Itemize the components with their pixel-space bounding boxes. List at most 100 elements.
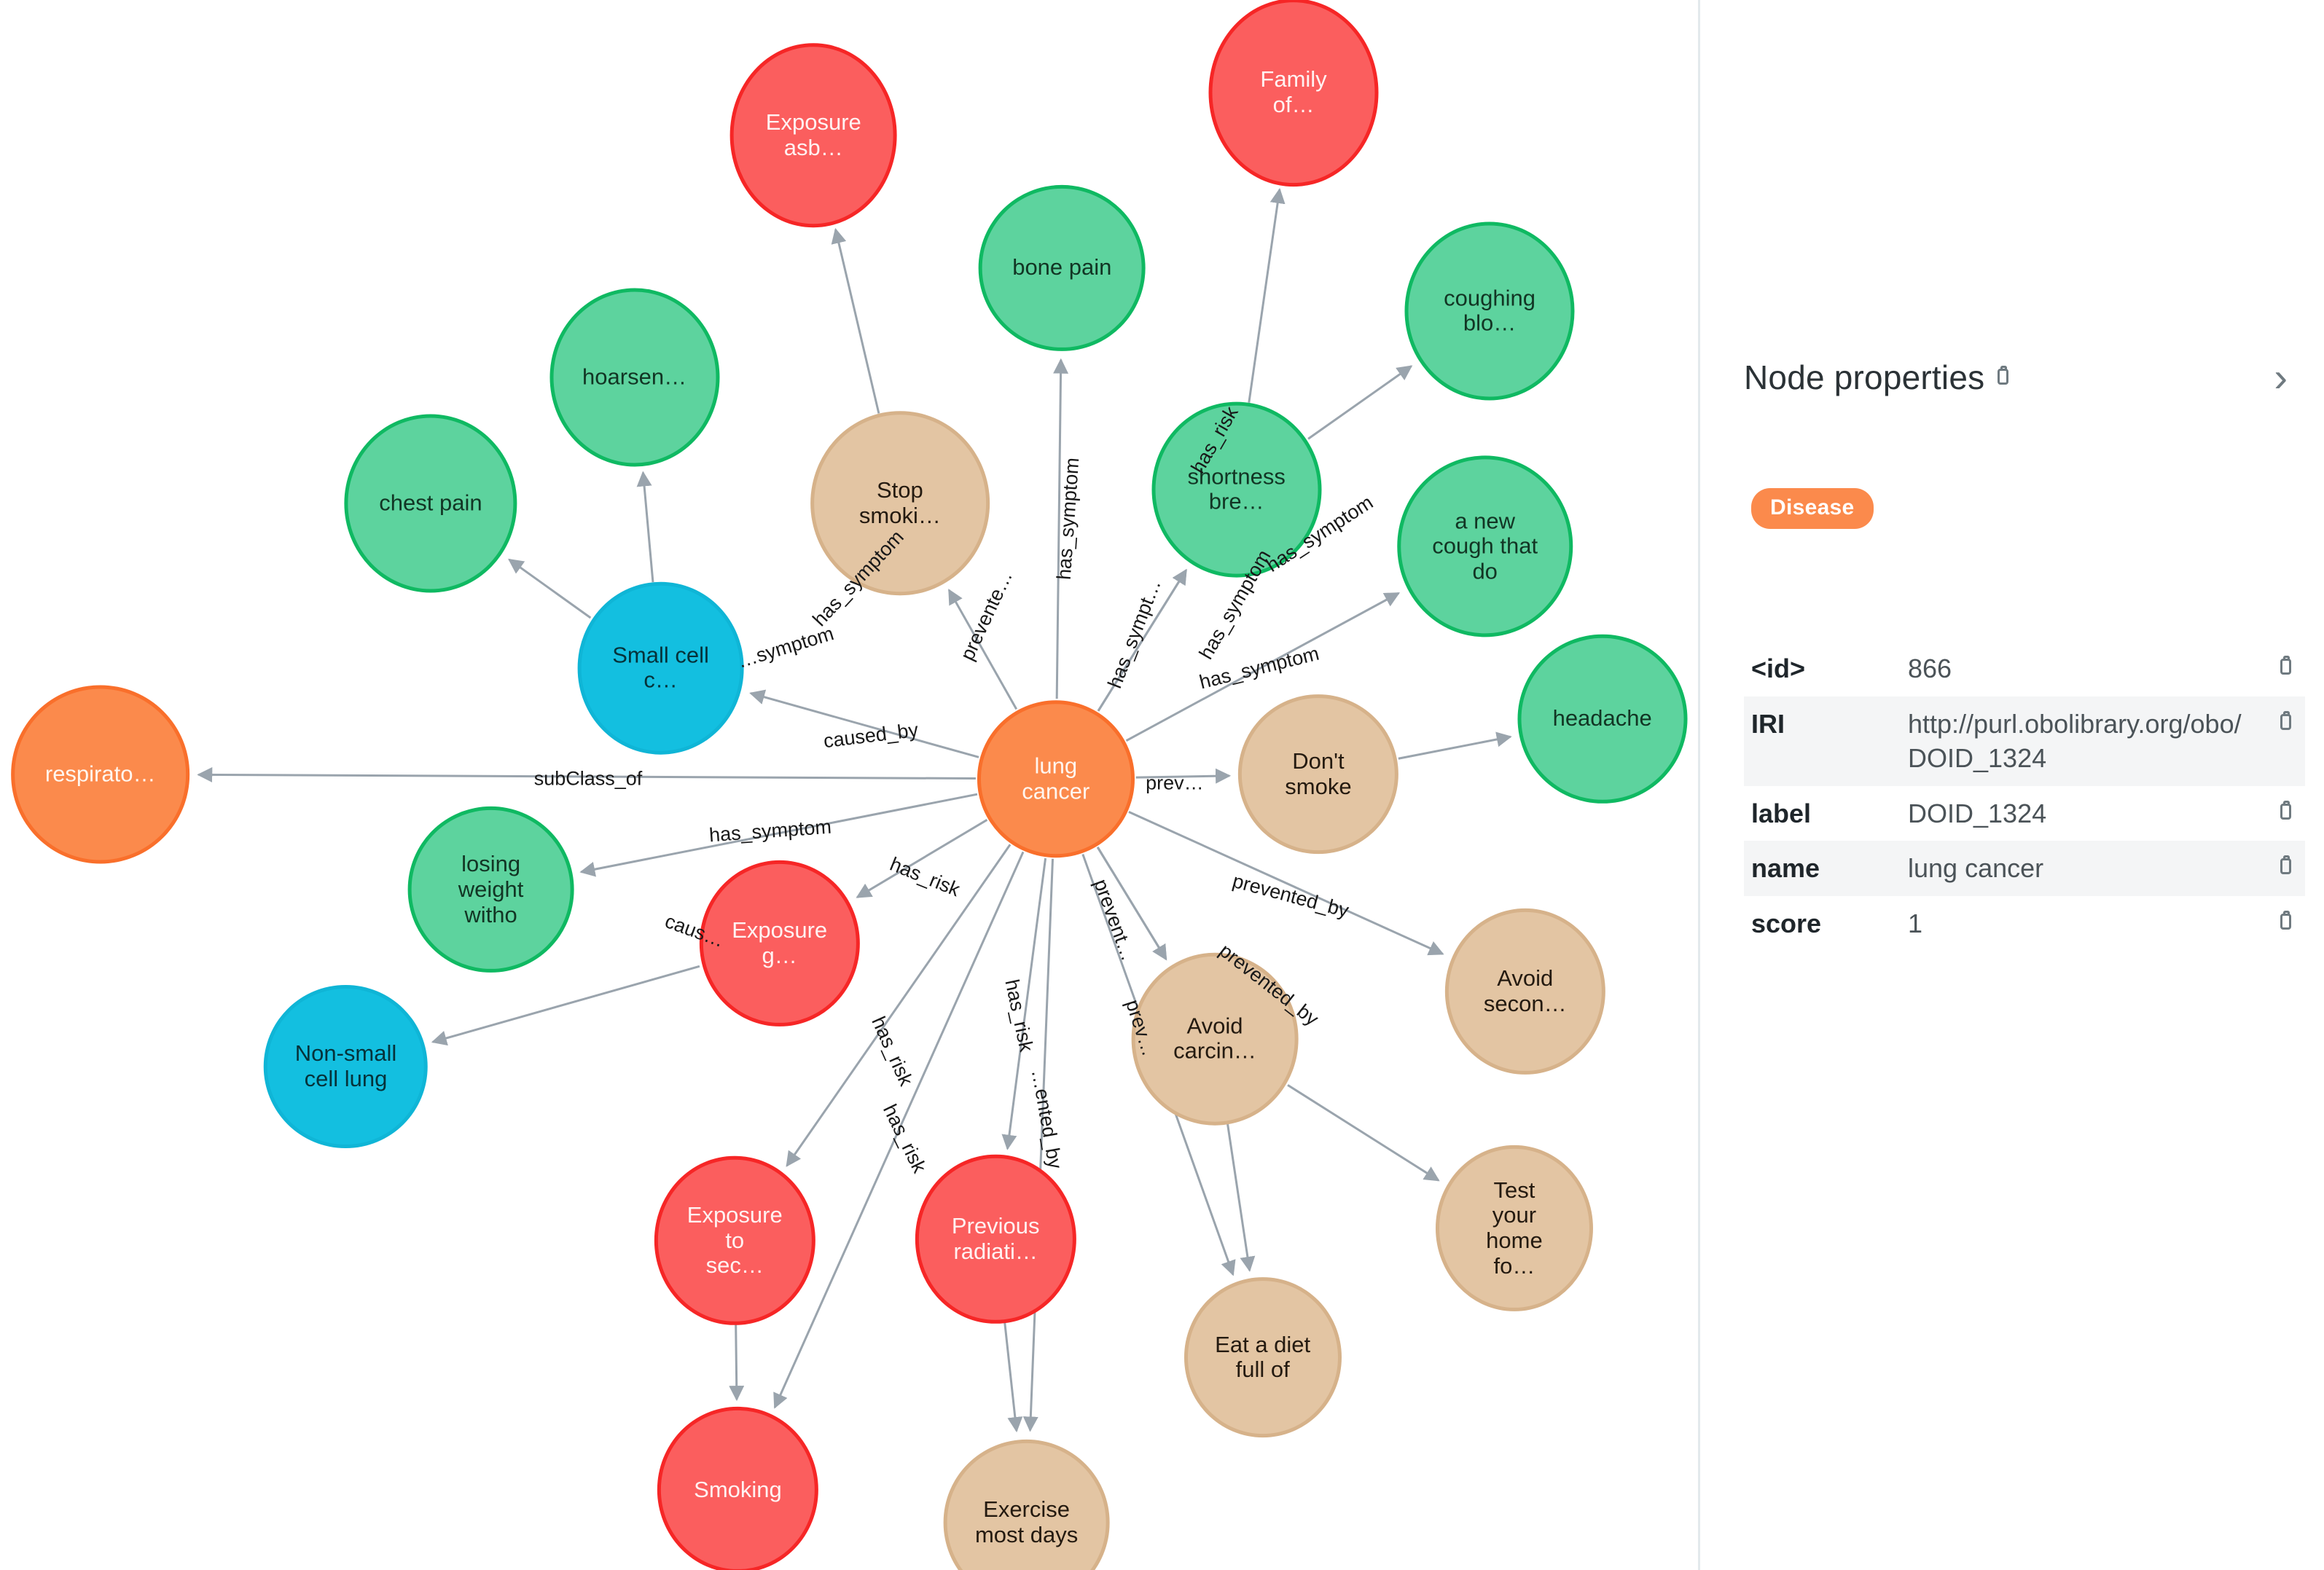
graph-edge-label: …ented_by <box>1027 1067 1067 1171</box>
graph-node-headache[interactable]: headache <box>1517 634 1688 804</box>
graph-node-non_small[interactable]: Non-small cell lung <box>264 985 428 1149</box>
graph-edge <box>786 844 1012 1167</box>
graph-node-previous_rad[interactable]: Previous radiati… <box>915 1154 1076 1324</box>
graph-edge-label: prevented_by <box>1215 939 1323 1030</box>
graph-edge-label: has_risk <box>1001 978 1038 1054</box>
graph-edge <box>831 227 880 414</box>
graph-node-shortness_bre[interactable]: shortness bre… <box>1151 401 1322 578</box>
graph-node-label: lung cancer <box>1022 753 1090 804</box>
graph-node-family_of[interactable]: Family of… <box>1208 0 1379 187</box>
graph-node-exposure_asb[interactable]: Exposure asb… <box>729 43 897 228</box>
graph-node-small_cell[interactable]: Small cell c… <box>577 581 744 755</box>
graph-node-losing_weight[interactable]: losing weight witho <box>407 806 574 973</box>
graph-node-exposure_sec[interactable]: Exposure to sec… <box>654 1155 815 1326</box>
graph-node-label: Test your home fo… <box>1486 1177 1543 1279</box>
graph-canvas[interactable]: Exposure asb… Family of… bone pain coughing… <box>0 0 1698 1570</box>
graph-edge <box>1398 731 1512 760</box>
graph-edge <box>579 793 978 877</box>
graph-edge <box>1125 592 1401 742</box>
graph-edge-label: subClass_of <box>533 767 643 790</box>
copy-icon-glyph <box>2277 656 2296 679</box>
graph-node-label: Exposure asb… <box>765 109 861 160</box>
copy-icon[interactable] <box>1995 366 2014 389</box>
graph-edge-label: has_sympt… <box>1103 576 1165 692</box>
graph-edge-label: …symptom <box>735 622 837 673</box>
copy-icon-glyph <box>2277 855 2296 879</box>
graph-edge-label: prevent… <box>1089 876 1140 965</box>
graph-node-label: Exercise most days <box>974 1496 1079 1547</box>
graph-node-exercise[interactable]: Exercise most days <box>943 1439 1110 1570</box>
graph-node-test_home[interactable]: Test your home fo… <box>1435 1145 1593 1312</box>
node-layer[interactable]: Exposure asb… Family of… bone pain coughing… <box>0 0 1698 1570</box>
property-value: lung cancer <box>1908 853 2044 884</box>
graph-node-label: bone pain <box>1012 254 1112 280</box>
graph-edge <box>1307 365 1413 440</box>
graph-node-avoid_secon[interactable]: Avoid secon… <box>1444 908 1605 1075</box>
graph-node-new_cough[interactable]: a new cough that do <box>1396 455 1573 637</box>
graph-edge-label: prev… <box>1146 772 1204 794</box>
graph-edge <box>1053 358 1069 699</box>
graph-node-label: Smoking <box>694 1476 782 1502</box>
status-badge[interactable]: Disease <box>1751 488 1874 529</box>
graph-node-label: Avoid secon… <box>1483 965 1567 1016</box>
graph-node-smoking[interactable]: Smoking <box>657 1407 818 1570</box>
graph-node-hoarsen[interactable]: hoarsen… <box>549 288 720 467</box>
copy-icon-glyph <box>2277 800 2296 824</box>
graph-node-label: respirato… <box>44 761 156 787</box>
copy-icon[interactable] <box>2267 796 2296 824</box>
graph-edge-label: has_risk <box>886 853 963 901</box>
graph-node-label: Exposure to sec… <box>686 1201 783 1279</box>
graph-node-label: Don't smoke <box>1285 747 1352 799</box>
graph-edge-label: has_risk <box>867 1013 918 1089</box>
graph-edge-label: prevented_by <box>1230 869 1351 922</box>
graph-node-bone_pain[interactable]: bone pain <box>978 184 1146 351</box>
graph-edge <box>1096 847 1167 961</box>
graph-node-lung_cancer[interactable]: lung cancer <box>977 700 1135 857</box>
graph-node-respirato[interactable]: respirato… <box>10 685 190 864</box>
graph-edge <box>749 689 979 758</box>
copy-icon-glyph <box>2277 710 2296 734</box>
graph-edge-label: prevente… <box>955 567 1017 664</box>
property-value: http://purl.obolibrary.org/obo/DOID_1324 <box>1908 708 2242 774</box>
graph-node-dont_smoke[interactable]: Don't smoke <box>1237 694 1399 855</box>
graph-node-label: Non-small cell lung <box>294 1040 397 1092</box>
graph-edge <box>729 1324 745 1402</box>
panel-header: Node properties › <box>1744 357 2295 398</box>
graph-node-stop_smoking[interactable]: Stop smoki… <box>810 411 990 596</box>
graph-node-label: chest pain <box>379 490 482 516</box>
graph-node-label: shortness bre… <box>1187 463 1286 514</box>
property-key: label <box>1751 798 1812 828</box>
graph-edge <box>197 766 976 782</box>
copy-icon[interactable] <box>2267 851 2296 879</box>
copy-icon[interactable] <box>2267 906 2296 934</box>
graph-edge <box>1226 1123 1256 1272</box>
graph-node-label: headache <box>1552 705 1652 731</box>
graph-edge <box>431 965 700 1046</box>
copy-icon[interactable] <box>2267 707 2296 734</box>
graph-edge <box>1248 188 1286 403</box>
graph-node-chest_pain[interactable]: chest pain <box>344 414 517 593</box>
graph-node-label: Exposure g… <box>732 917 828 969</box>
graph-edge <box>1128 811 1444 956</box>
chevron-right-icon[interactable]: › <box>2274 354 2288 400</box>
property-row: IRI http://purl.obolibrary.org/obo/DOID_1… <box>1744 696 2305 786</box>
property-key: IRI <box>1751 708 1785 739</box>
graph-node-eat_diet[interactable]: Eat a diet full of <box>1183 1277 1342 1438</box>
graph-edge <box>508 558 592 619</box>
node-label-chip-row: Disease <box>1751 488 1874 529</box>
graph-edge-label: has_symptom <box>1262 491 1377 577</box>
graph-node-coughing_blo[interactable]: coughing blo… <box>1404 221 1575 401</box>
graph-node-exposure_g[interactable]: Exposure g… <box>699 860 860 1027</box>
copy-icon[interactable] <box>2267 651 2296 679</box>
graph-node-avoid_carcin[interactable]: Avoid carcin… <box>1131 952 1299 1126</box>
property-key: <id> <box>1751 653 1806 683</box>
graph-node-label: hoarsen… <box>582 364 687 390</box>
graph-node-label: coughing blo… <box>1444 285 1535 336</box>
graph-edge <box>773 851 1025 1409</box>
graph-edge <box>636 471 654 583</box>
graph-edge <box>1097 568 1187 712</box>
